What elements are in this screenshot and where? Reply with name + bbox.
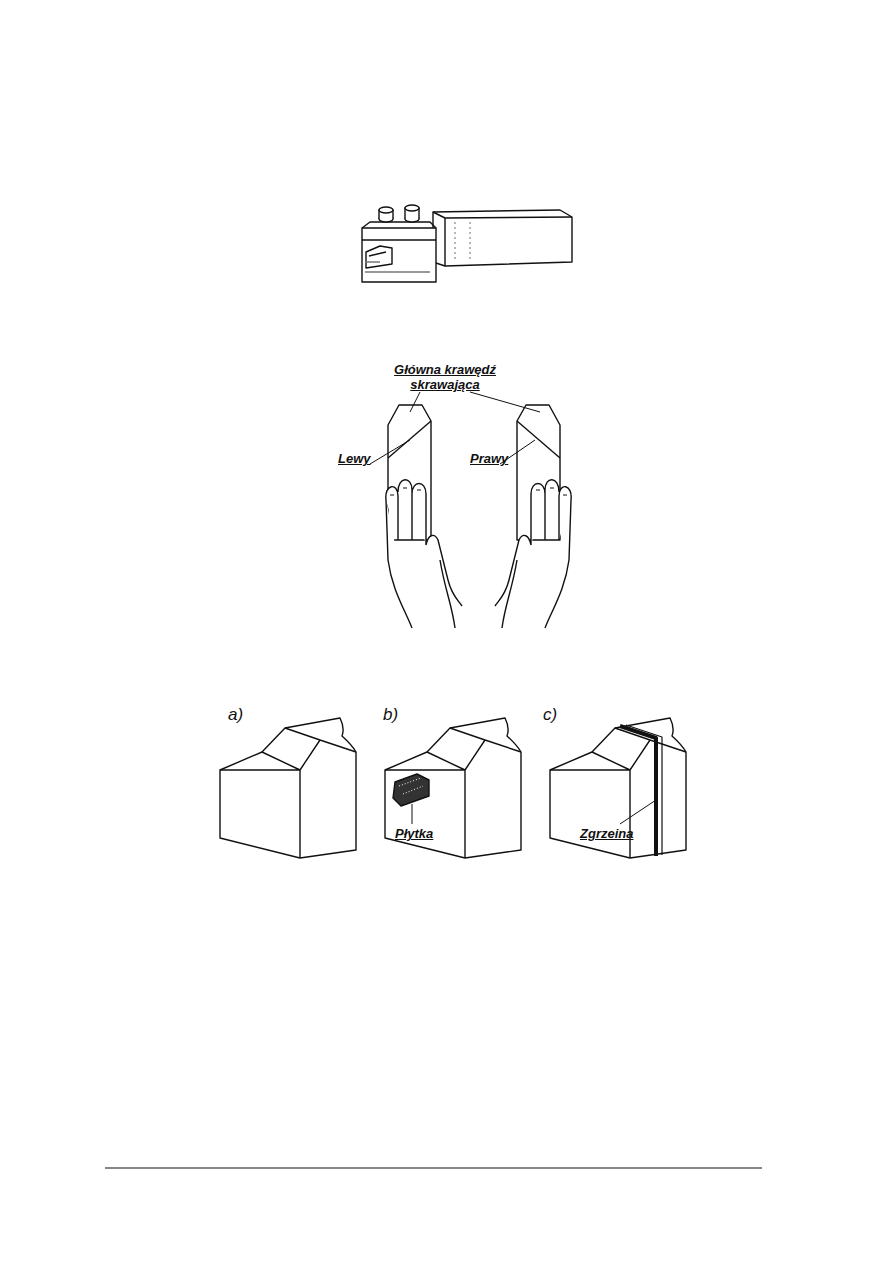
label: Główna krawędź skrawająca	[385, 362, 505, 392]
right-hand	[495, 480, 571, 628]
label: Prawy	[470, 451, 508, 466]
label: Lewy	[338, 451, 371, 466]
solid-tool	[220, 718, 356, 858]
leader-line	[620, 800, 656, 824]
tipped-tool	[385, 718, 521, 858]
tool-holder	[362, 205, 572, 282]
label: b)	[383, 707, 398, 722]
label: Płytka	[395, 826, 433, 841]
footer-rule	[105, 1167, 762, 1168]
label: a)	[228, 707, 243, 722]
label: c)	[543, 707, 557, 722]
right-tool	[517, 405, 560, 540]
left-hand	[386, 480, 462, 628]
leader-line	[370, 440, 535, 464]
label: Zgrzeina	[580, 826, 633, 841]
leader-line	[412, 804, 413, 824]
welded-tool	[550, 718, 686, 858]
leader-line	[410, 392, 540, 412]
